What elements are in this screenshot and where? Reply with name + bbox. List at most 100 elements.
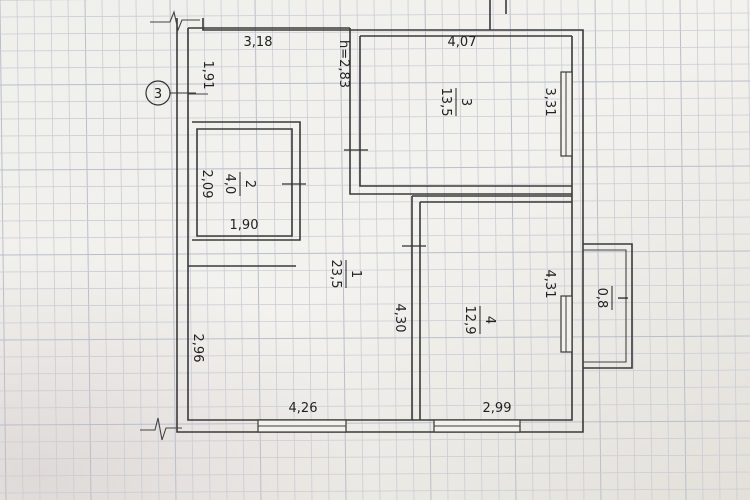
balcony [583,243,633,369]
room-4-label: 4 12,9 [462,306,497,335]
dim-left-bottom-height: 2,96 [190,334,205,363]
section-marker: 3 [145,80,196,106]
grid-line-horizontal [0,267,750,273]
walls [140,10,584,441]
grid-line-vertical [713,0,721,500]
grid-line-vertical [475,0,483,500]
grid-line-vertical [424,0,432,500]
room-3-label: 3 13,5 [438,88,473,117]
grid-line-vertical [458,0,466,500]
grid-line-vertical [203,0,211,500]
grid-line-vertical [33,0,41,500]
break-mark-bottom [140,417,182,441]
dim-room2-height: 2,09 [199,170,214,199]
grid-line-horizontal [0,250,750,256]
grid-line-horizontal [0,335,750,341]
grid-line-horizontal [0,63,750,69]
ceiling-height: h=2,83 [336,40,351,88]
balcony-label: I 0,8 [594,286,629,310]
room-1-area: 23,5 [328,260,343,289]
grid-line-vertical [747,0,750,201]
room-1-label: 1 23,5 [328,260,363,289]
grid-line-horizontal [0,301,750,307]
room-3-number: 3 [458,98,473,106]
grid-line-horizontal [0,29,750,35]
balcony-number: I [614,296,629,300]
grid-line-horizontal [0,386,750,392]
grid-line-horizontal [0,114,750,120]
dim-room3-height: 3,31 [542,88,557,117]
grid-line-horizontal [0,97,750,103]
grid-line-vertical [509,0,517,500]
room3-wall-inner [359,36,572,187]
break-mark-top [150,10,200,32]
grid-line-vertical [645,0,653,500]
grid-line-vertical [50,0,58,500]
grid-line-horizontal [0,165,750,171]
dimensions: 3,18 4,07 h=2,83 1,91 3,31 2,09 1,90 4,3… [190,35,557,416]
dim-top-left-width: 3,18 [244,35,273,50]
grid-line-vertical [730,0,738,500]
grid-line-horizontal [0,437,750,443]
grid-line-horizontal [0,131,750,137]
grid-line-horizontal [0,182,750,188]
grid-line-vertical [152,0,160,500]
grid-line-horizontal [0,12,750,18]
grid-line-horizontal [0,284,750,290]
dim-hall-height: 4,30 [392,304,407,333]
grid-line-horizontal [0,216,750,222]
grid-line-vertical [118,0,126,500]
grid-line-horizontal [0,454,750,460]
balcony-area: 0,8 [594,288,609,309]
dim-top-right-width: 4,07 [448,35,477,50]
dim-left-top-height: 1,91 [200,61,215,90]
grid-line-horizontal [0,369,750,375]
room-3-area: 13,5 [438,88,453,117]
room-2-number: 2 [242,180,257,188]
grid-line-horizontal [0,420,750,426]
section-marker-label: 3 [154,87,162,102]
room-labels: 3 13,5 2 4,0 1 23,5 4 12,9 I 0,8 [222,88,629,335]
grid-line-horizontal [0,46,750,52]
grid-line-horizontal [0,233,750,239]
room-4-number: 4 [482,316,497,324]
room-2-area: 4,0 [222,174,237,195]
dim-bottom-right-width: 2,99 [483,401,512,416]
grid-line-vertical [0,0,7,500]
grid-line-horizontal [0,471,750,477]
dim-bottom-left-width: 4,26 [289,401,318,416]
entrance-marks [489,0,507,30]
room2-wall-inner [196,128,293,237]
grid-line-horizontal [0,352,750,358]
grid-line-horizontal [0,488,750,494]
room-4-area: 12,9 [462,306,477,335]
grid-line-horizontal [0,148,750,154]
grid-line-vertical [16,0,24,500]
balcony-inner [583,249,627,363]
grid-line-vertical [526,0,534,500]
room3-wall-outer [349,28,572,195]
dim-room4-height: 4,31 [542,270,557,299]
outer-wall-inner [187,28,573,421]
grid-line-vertical [543,0,551,500]
dim-room2-width: 1,90 [230,218,259,233]
room-1-number: 1 [348,270,363,278]
room2-wall-outer [192,121,301,241]
grid-line-vertical [67,0,75,500]
grid-line-horizontal [0,80,750,86]
grid-line-horizontal [0,199,750,205]
grid-line-vertical [101,0,109,500]
grid-line-vertical [662,0,670,500]
grid-line-vertical [135,0,143,500]
grid-line-vertical [492,0,500,500]
grid-line-horizontal [0,403,750,409]
grid-line-vertical [679,0,687,500]
grid-line-vertical [407,0,415,500]
grid-line-vertical [84,0,92,500]
room-2-label: 2 4,0 [222,172,257,196]
grid-line-vertical [696,0,704,500]
windows [257,71,573,433]
grid-line-vertical [169,0,177,500]
